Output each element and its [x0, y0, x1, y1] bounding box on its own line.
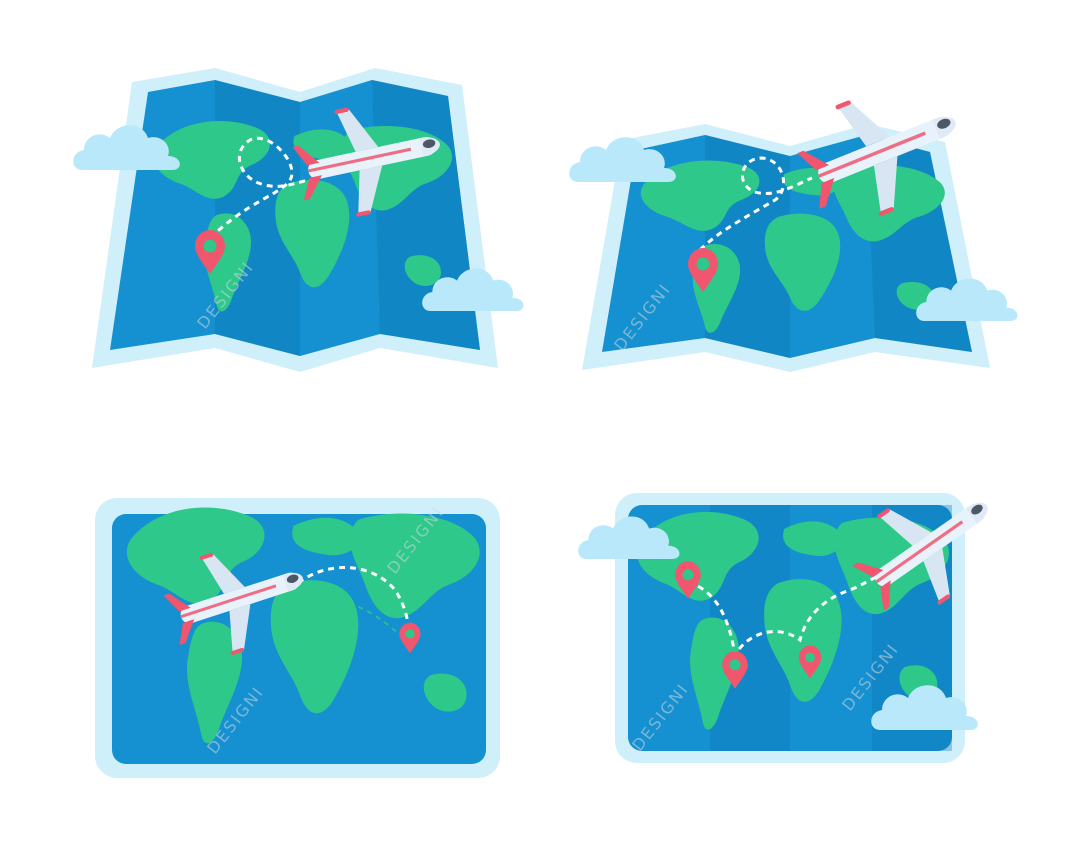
flat-map-bottom-left — [95, 498, 500, 778]
folded-map-top-right — [569, 66, 1018, 372]
dashed-route-icon — [687, 573, 881, 660]
folded-map-top-left — [73, 68, 524, 372]
flat-map-bottom-right — [578, 460, 1019, 763]
dashed-route-icon — [288, 566, 412, 636]
dashed-route-icon — [698, 156, 813, 252]
